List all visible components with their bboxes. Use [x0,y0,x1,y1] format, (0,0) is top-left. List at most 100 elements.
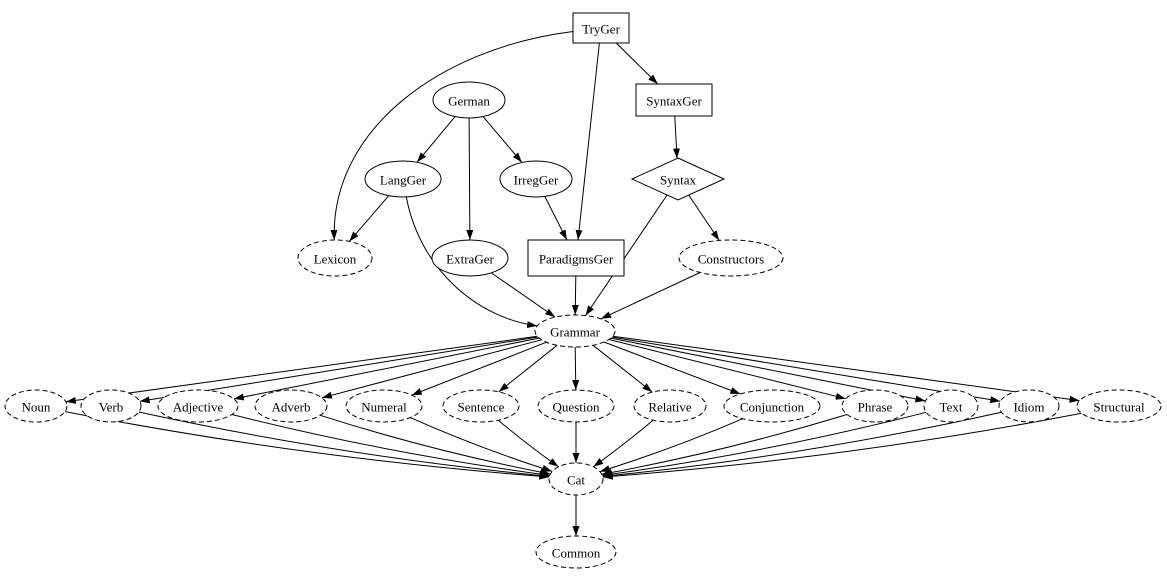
box-shape [527,239,625,277]
node-label: ParadigmsGer [539,252,614,267]
node-sentence: Sentence [442,389,520,423]
node-numeral: Numeral [345,389,423,423]
edge-adjective-to-cat [231,414,550,478]
node-label: Structural [1093,400,1145,415]
node-label: Common [552,546,601,561]
node-irregger: IrregGer [499,160,573,198]
node-phrase: Phrase [841,389,909,423]
edge-grammar-to-adverb [321,339,542,399]
edge-syntaxger-to-syntax [672,115,680,159]
edge-numeral-to-cat [409,417,553,472]
node-label: SyntaxGer [646,94,702,109]
box-shape [635,83,713,117]
node-question: Question [537,389,615,423]
ellipse-shape [548,462,604,496]
ellipse-shape [923,389,979,423]
node-label: Adverb [272,400,311,415]
edge-langger-to-lexicon [348,195,390,242]
edge-constructors-to-grammar [600,272,701,320]
ellipse-shape [499,160,573,198]
node-conjunction: Conjunction [723,389,821,423]
node-label: Grammar [550,325,600,340]
node-label: Text [940,400,963,415]
edge-phrase-to-cat [601,414,848,476]
edge-grammar-to-structural [612,335,1080,403]
node-label: TryGer [582,22,620,37]
node-relative: Relative [633,389,707,423]
ellipse-shape [364,160,442,198]
edge-langger-to-grammar [405,196,538,329]
ellipse-shape [254,389,328,423]
node-german: German [432,81,506,119]
edge-grammar-to-relative [592,344,653,393]
node-label: Verb [99,400,124,415]
node-label: Constructors [698,252,764,267]
node-lexicon: Lexicon [297,239,373,277]
edge-tryger-to-syntaxger [615,42,659,85]
ellipse-shape [431,239,509,277]
node-cat: Cat [548,462,604,496]
node-adverb: Adverb [254,389,328,423]
node-constructors: Constructors [678,239,784,277]
node-label: Numeral [361,400,407,415]
node-paradigmsger: ParadigmsGer [527,239,625,277]
edge-tryger-to-lexicon [330,31,574,241]
node-label: Conjunction [740,400,805,415]
edge-german-to-extrager [466,117,474,241]
node-extrager: ExtraGer [431,239,509,277]
edge-paradigmsger-to-grammar [571,275,579,316]
ellipse-shape [535,535,617,569]
edge-conjunction-to-cat [599,418,743,473]
edge-syntax-to-grammar [585,194,668,316]
node-label: Cat [567,473,585,488]
node-label: Noun [22,400,51,415]
edge-structural-to-cat [602,412,1082,480]
edge-grammar-to-conjunction [603,341,741,395]
edge-noun-to-cat [64,411,550,480]
ellipse-shape [157,389,239,423]
node-label: IrregGer [514,173,559,188]
edge-grammar-to-sentence [498,344,558,393]
edge-irregger-to-paradigmsger [544,196,568,241]
node-common: Common [535,535,617,569]
ellipse-shape [297,239,373,277]
node-grammar: Grammar [534,314,616,348]
edge-grammar-to-phrase [608,339,846,400]
ellipse-shape [534,314,616,348]
ellipse-shape [1076,389,1162,423]
node-verb: Verb [80,389,142,423]
ellipse-shape [432,81,506,119]
node-idiom: Idiom [998,389,1060,423]
edge-grammar-to-noun [65,335,538,404]
node-structural: Structural [1076,389,1162,423]
node-adjective: Adjective [157,389,239,423]
edge-adverb-to-cat [320,414,551,476]
node-syntax: Syntax [630,157,726,201]
ellipse-shape [537,389,615,423]
ellipse-shape [841,389,909,423]
edge-german-to-irregger [482,116,523,163]
node-label: Sentence [458,400,505,415]
edge-grammar-to-numeral [411,341,547,396]
node-label: German [448,94,490,109]
node-langger: LangGer [364,160,442,198]
ellipse-shape [80,389,142,423]
ellipse-shape [4,389,68,423]
edge-extrager-to-grammar [491,272,556,318]
node-label: Idiom [1013,400,1044,415]
edge-verb-to-cat [138,411,550,479]
ellipse-shape [723,389,821,423]
edge-idiom-to-cat [602,411,1002,479]
edge-sentence-to-cat [497,419,559,468]
node-label: Question [553,400,600,415]
node-text: Text [923,389,979,423]
edge-relative-to-cat [593,419,654,468]
box-shape [572,12,630,44]
node-label: Syntax [660,173,697,188]
node-syntaxger: SyntaxGer [635,83,713,117]
ellipse-shape [345,389,423,423]
edge-grammar-to-adjective [233,337,540,401]
diamond-shape [630,157,726,201]
edge-tryger-to-paradigmsger [575,42,600,241]
